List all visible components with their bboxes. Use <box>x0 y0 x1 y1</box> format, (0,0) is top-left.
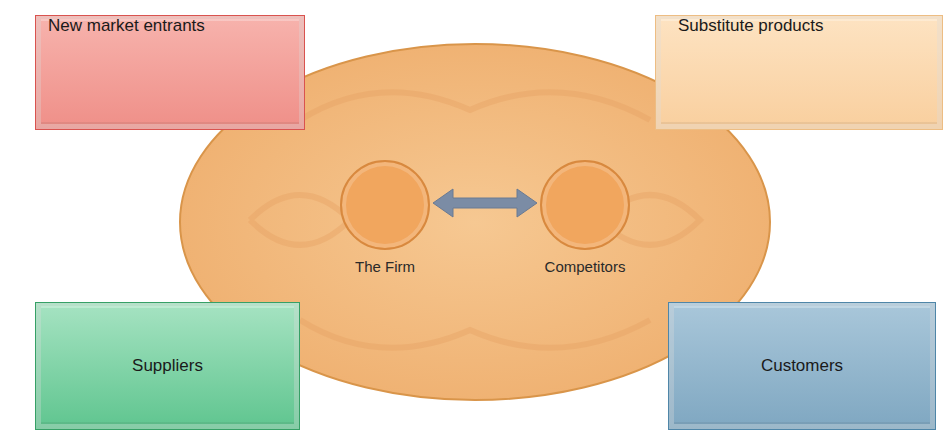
force-box: Customers <box>668 302 936 430</box>
circle-label: The Firm <box>355 258 415 275</box>
force-label: Customers <box>761 356 843 376</box>
force-box: New market entrants <box>35 15 305 130</box>
force-label: Substitute products <box>678 16 824 36</box>
competitor-circle: Competitors <box>540 160 630 275</box>
circle-label: Competitors <box>545 258 626 275</box>
watermark-pattern <box>250 92 700 348</box>
rivalry-arrow <box>433 189 537 217</box>
force-box: Suppliers <box>35 302 300 430</box>
force-box: Substitute products <box>655 15 943 130</box>
firm-circle: The Firm <box>340 160 430 275</box>
firm-circle <box>340 160 430 250</box>
force-label: Suppliers <box>132 356 203 376</box>
force-label: New market entrants <box>48 16 205 36</box>
competitor-circle <box>540 160 630 250</box>
